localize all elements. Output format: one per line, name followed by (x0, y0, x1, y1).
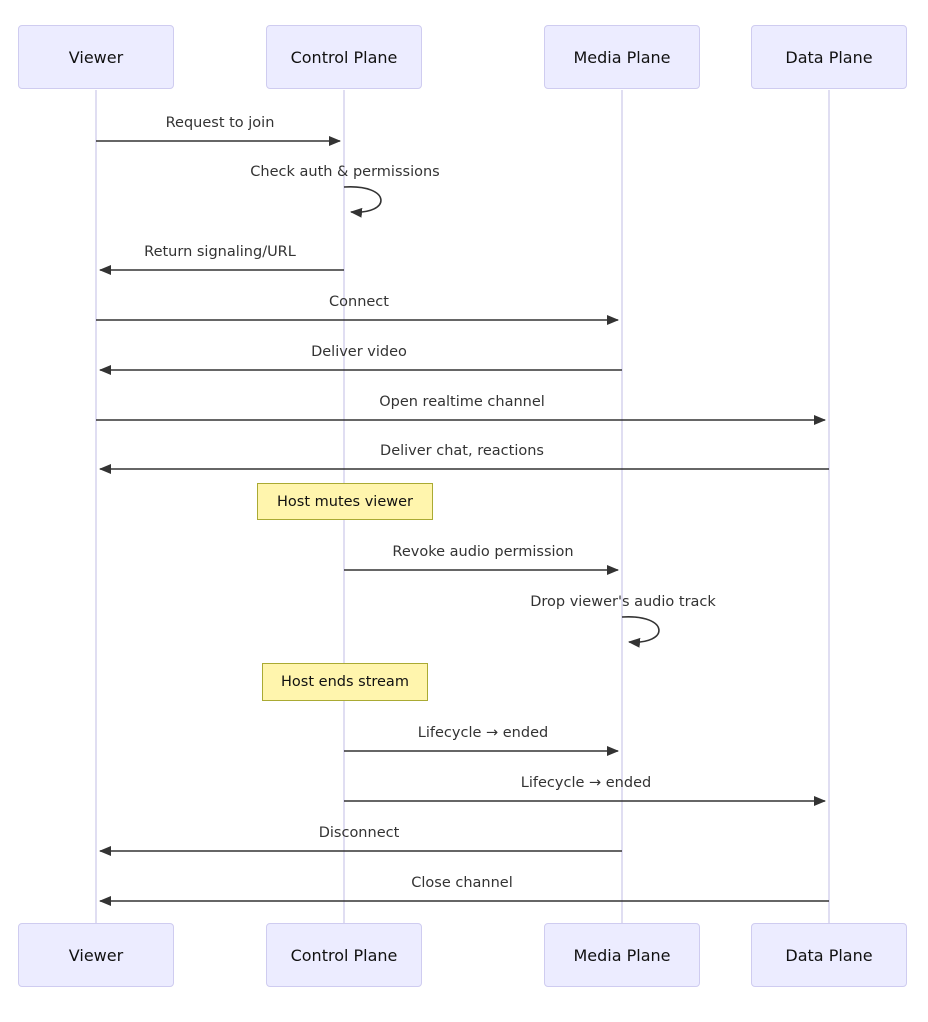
message-label-deliver-video: Deliver video (311, 344, 407, 360)
note-host-mutes-viewer: Host mutes viewer (257, 483, 433, 520)
actor-box-viewer-bottom: Viewer (18, 923, 174, 987)
message-label-return-signaling-url: Return signaling/URL (144, 244, 296, 260)
message-label-lifecycle-ended-media: Lifecycle → ended (417, 725, 549, 741)
note-host-ends-stream: Host ends stream (262, 663, 428, 701)
actor-box-media-plane-bottom: Media Plane (544, 923, 700, 987)
message-label-revoke-audio-permission: Revoke audio permission (392, 544, 574, 560)
arrow-self-loop-check-auth (343, 186, 382, 218)
message-label-deliver-chat-reactions: Deliver chat, reactions (380, 443, 544, 459)
message-label-connect: Connect (329, 294, 389, 310)
arrow-self-loop-drop-audio-track (621, 616, 660, 648)
message-label-lifecycle-ended-data: Lifecycle → ended (520, 775, 652, 791)
message-label-close-channel: Close channel (411, 875, 513, 891)
actor-box-control-plane-top: Control Plane (266, 25, 422, 89)
message-label-open-realtime-channel: Open realtime channel (379, 394, 545, 410)
actor-box-viewer-top: Viewer (18, 25, 174, 89)
actor-box-control-plane-bottom: Control Plane (266, 923, 422, 987)
actor-box-data-plane-top: Data Plane (751, 25, 907, 89)
message-label-disconnect: Disconnect (318, 825, 400, 841)
actor-box-data-plane-bottom: Data Plane (751, 923, 907, 987)
message-label-request-to-join: Request to join (165, 115, 275, 131)
message-label-check-auth-permissions: Check auth & permissions (250, 164, 440, 180)
actor-box-media-plane-top: Media Plane (544, 25, 700, 89)
message-label-drop-audio-track: Drop viewer's audio track (530, 594, 716, 610)
